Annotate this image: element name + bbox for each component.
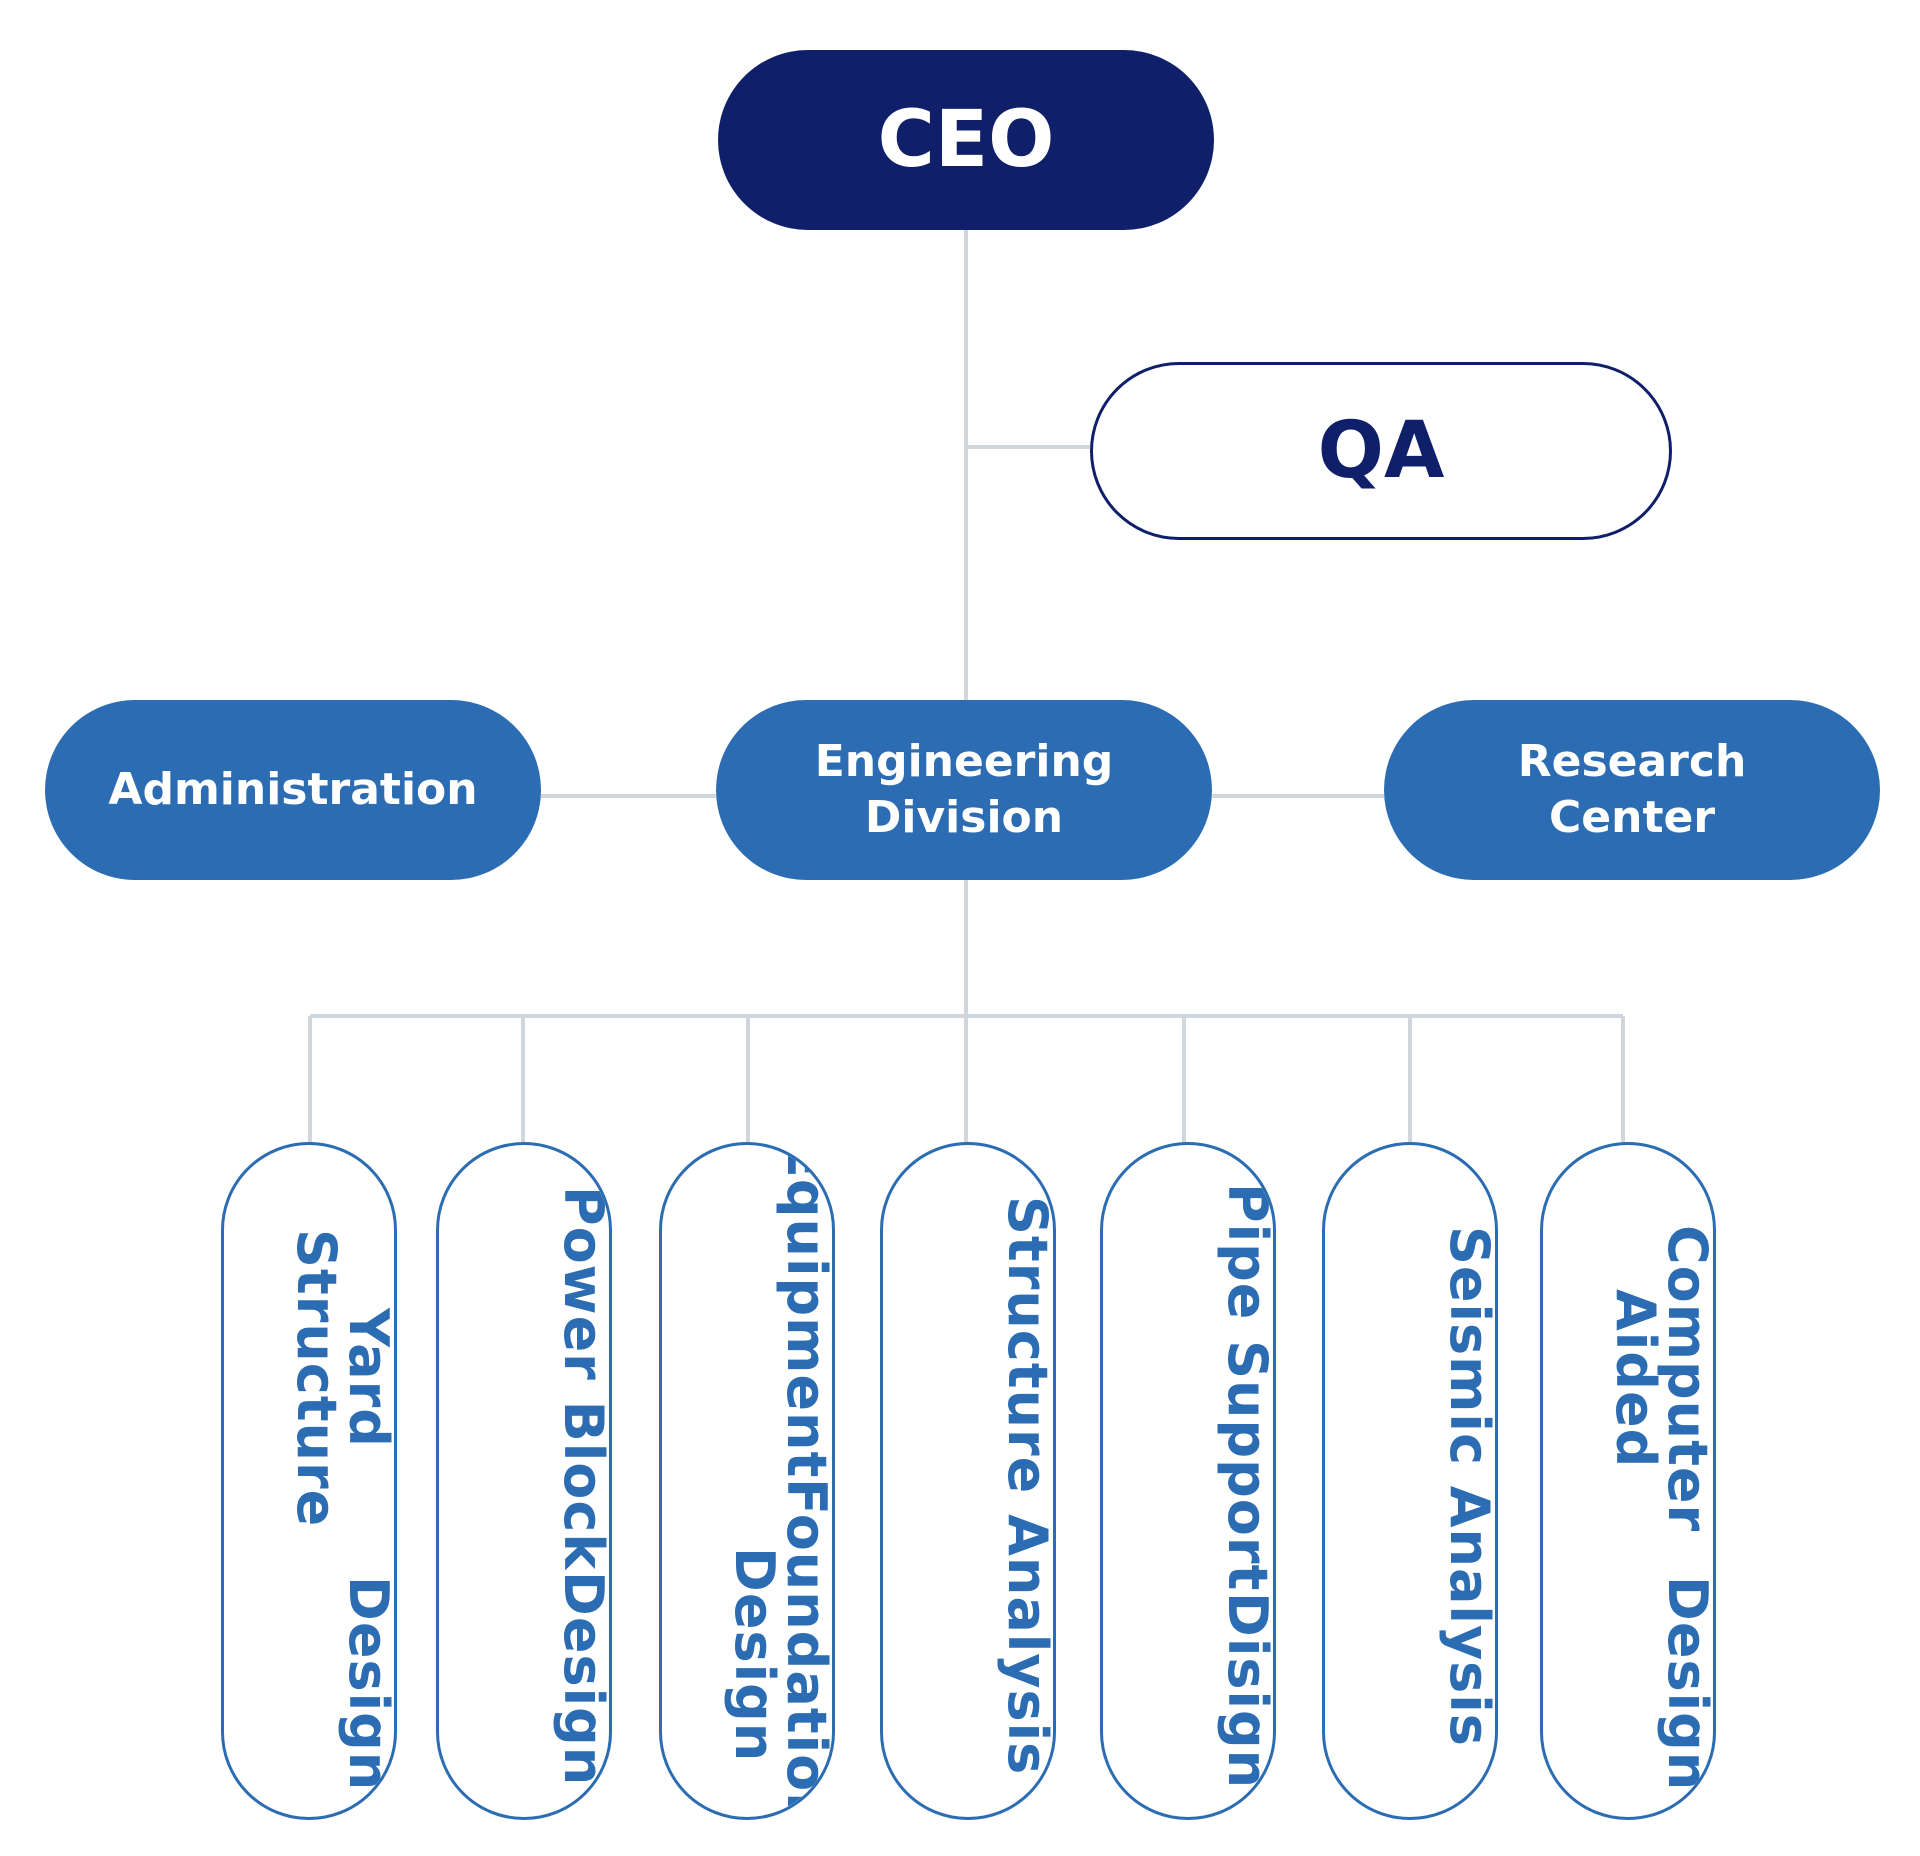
unit-label-line-2: Design [1656, 1575, 1716, 1791]
research-center-node: Research Center [1384, 700, 1880, 880]
engineering-label-line-1: Engineering [814, 736, 1114, 787]
unit-label-line-1: Seismic Analysis [1438, 1225, 1498, 1747]
administration-node: Administration [45, 700, 541, 880]
unit-label-line-2: Design [552, 1570, 612, 1786]
unit-label-line-1: Pipe Support [1216, 1183, 1276, 1592]
unit-pipe-support-disign: Pipe Support Disign [1100, 1142, 1276, 1820]
research-label-line-1: Research [1517, 736, 1747, 787]
ceo-node: CEO [718, 50, 1214, 230]
unit-computer-aided-design: Computer Aided Design [1540, 1142, 1716, 1820]
unit-label-line-1: Power Block [552, 1186, 612, 1571]
unit-label-line-2: Disign [1216, 1591, 1276, 1789]
unit-label-line-1: Equipment [775, 1142, 835, 1478]
administration-label: Administration [108, 764, 478, 815]
unit-structure-analysis: Structure Analysis [880, 1142, 1056, 1820]
ceo-label: CEO [877, 95, 1055, 185]
unit-seismic-analysis: Seismic Analysis [1322, 1142, 1498, 1820]
engineering-division-node: Engineering Division [716, 700, 1212, 880]
engineering-label-line-2: Division [864, 792, 1064, 843]
unit-yard-structure-design: Yard Structure Design [221, 1142, 397, 1820]
research-label-line-2: Center [1548, 792, 1716, 843]
unit-label-line-2: Foundation Design [723, 1477, 835, 1820]
unit-label-line-1: Yard Structure [285, 1229, 397, 1528]
unit-power-block-design: Power Block Design [436, 1142, 612, 1820]
qa-label: QA [1317, 406, 1445, 496]
unit-label-line-1: Computer Aided [1604, 1224, 1716, 1532]
unit-equipment-foundation-design: Equipment Foundation Design [659, 1142, 835, 1820]
qa-node: QA [1090, 362, 1672, 540]
unit-label-line-2: Design [337, 1575, 397, 1791]
unit-label-line-1: Structure Analysis [996, 1196, 1056, 1776]
